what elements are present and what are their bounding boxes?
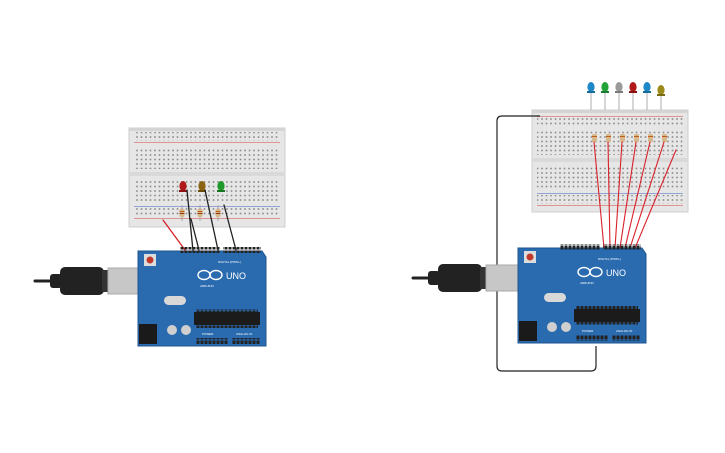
- left-arduino-uno[interactable]: DIGITAL (PWM~) UNO ARDUINO POWE: [137, 247, 267, 347]
- right-led-3[interactable]: [615, 82, 623, 110]
- right-wires-red[interactable]: [593, 141, 677, 249]
- left-led-3[interactable]: [217, 181, 225, 192]
- right-led-5[interactable]: [643, 82, 651, 110]
- left-circuit: DIGITAL (PWM~) UNO ARDUINO POWE: [33, 127, 286, 347]
- right-board-brand: ARDUINO: [580, 281, 595, 285]
- right-digital-label: DIGITAL (PWM~): [598, 257, 621, 261]
- right-led-6[interactable]: [657, 85, 665, 110]
- left-digital-label: DIGITAL (PWM~): [218, 260, 241, 264]
- right-led-4[interactable]: [629, 82, 637, 110]
- right-analog-label: ANALOG IN: [616, 329, 632, 333]
- left-usb-cable[interactable]: [33, 267, 141, 295]
- left-led-2[interactable]: [198, 181, 206, 192]
- right-arduino-logo: [577, 266, 603, 278]
- left-power-label: POWER: [202, 332, 214, 336]
- right-leds[interactable]: [587, 82, 665, 110]
- right-power-label: POWER: [582, 329, 594, 333]
- left-arduino-logo: [197, 269, 223, 281]
- left-led-1[interactable]: [179, 181, 187, 192]
- right-resistors[interactable]: [592, 134, 667, 142]
- left-analog-label: ANALOG IN: [236, 332, 252, 336]
- right-usb-cable[interactable]: [411, 264, 519, 292]
- right-arduino-uno[interactable]: DIGITAL (PWM~) UNO ARDUINO POWER ANALOG …: [517, 244, 647, 344]
- right-circuit: DIGITAL (PWM~) UNO ARDUINO POWER ANALOG …: [411, 82, 689, 372]
- left-board-brand: ARDUINO: [200, 284, 215, 288]
- right-breadboard[interactable]: [531, 109, 689, 213]
- left-board-model: UNO: [226, 271, 246, 281]
- right-ground-wire[interactable]: [496, 115, 597, 372]
- right-led-1[interactable]: [587, 82, 595, 110]
- right-led-2[interactable]: [601, 82, 609, 110]
- left-wires[interactable]: [162, 189, 237, 252]
- left-resistors[interactable]: [179, 205, 221, 221]
- left-breadboard[interactable]: [128, 127, 286, 228]
- right-board-model: UNO: [606, 268, 626, 278]
